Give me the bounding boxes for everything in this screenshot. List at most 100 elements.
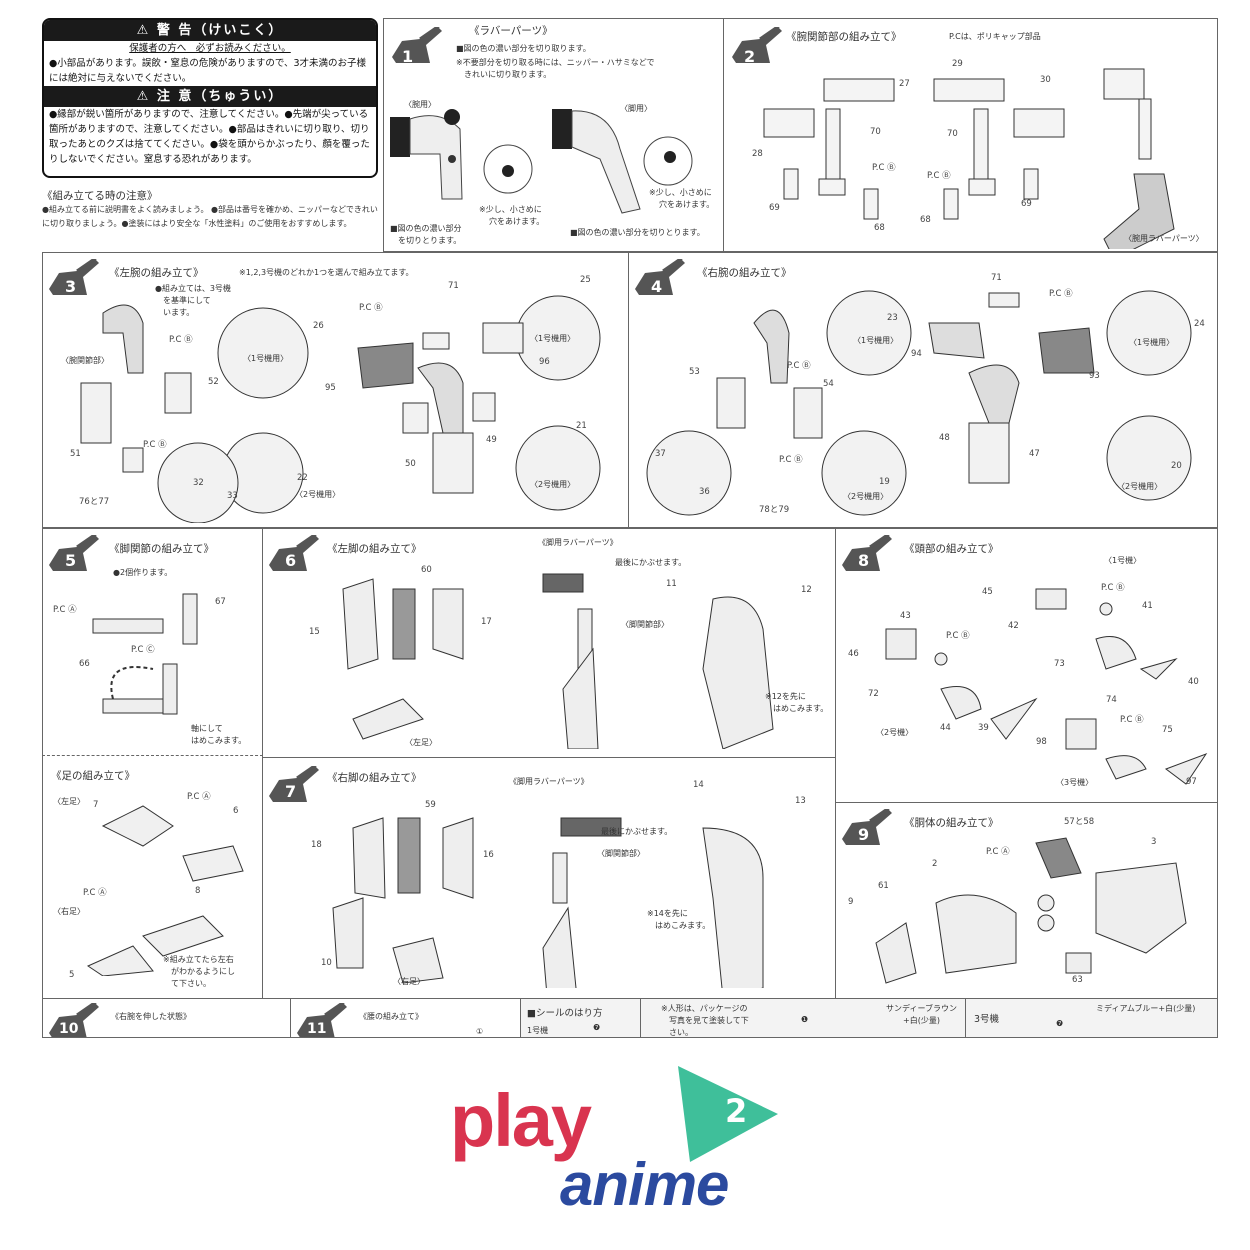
- part-number: 19: [879, 477, 890, 487]
- paint-note: ※人形は、パッケージの: [661, 1004, 748, 1013]
- step-note: がわかるようにし: [171, 967, 235, 976]
- step-note: はめこみます。: [773, 704, 829, 713]
- part-number: ①: [476, 1027, 484, 1036]
- part-number: 69: [769, 203, 780, 213]
- part-number: 75: [1162, 725, 1173, 735]
- logo-two: 2: [725, 1092, 748, 1130]
- instruction: きれいに切り取ります。: [464, 70, 552, 79]
- part-number: 11: [666, 579, 677, 589]
- step-number: 7: [285, 782, 297, 801]
- part-number: P.C Ⓑ: [1120, 715, 1144, 725]
- paint-mark: ❼: [1056, 1019, 1064, 1028]
- part-number: 94: [911, 349, 922, 359]
- part-number: 50: [405, 459, 416, 469]
- part-number: 48: [939, 433, 950, 443]
- part-number: 78と79: [759, 505, 790, 515]
- arm-joint-diagram: [763, 68, 1175, 249]
- foot-label: 〈右足〉: [393, 977, 425, 986]
- step-6-panel: 6 《左脚の組み立て》 《脚用ラバーパーツ》 最後にかぶせます。 〈脚関節部〉 …: [262, 528, 836, 758]
- part-number: 96: [539, 357, 550, 367]
- torso-diagram: [875, 837, 1187, 984]
- part-number: 44: [940, 723, 951, 733]
- step-9-panel: 9 《胴体の組み立て》 57と58 3 P.C Ⓐ 2 61 9 63: [835, 802, 1218, 999]
- cut-note: を切りとります。: [398, 236, 462, 245]
- part-number: 29: [952, 59, 963, 69]
- part-number: P.C Ⓐ: [986, 847, 1010, 857]
- unit-label: 〈1号機〉: [1104, 556, 1142, 565]
- part-number: 70: [870, 127, 881, 137]
- part-number: P.C Ⓑ: [169, 335, 193, 345]
- part-number: P.C Ⓑ: [359, 303, 383, 313]
- part-number: P.C Ⓑ: [787, 361, 811, 371]
- part-number: 23: [887, 313, 898, 323]
- part-number: P.C Ⓑ: [872, 163, 896, 173]
- part-number: 60: [421, 565, 432, 575]
- part-number: 45: [982, 587, 993, 597]
- part-number: P.C Ⓑ: [946, 631, 970, 641]
- part-number: 32: [193, 478, 204, 488]
- part-number: 12: [801, 585, 812, 595]
- part-number: 47: [1029, 449, 1040, 459]
- part-number: P.C Ⓐ: [83, 888, 107, 898]
- step-1-panel: 1 《ラバーパーツ》 ■図の色の濃い部分を切り取ります。 ※不要部分を切り取る時…: [383, 18, 724, 252]
- step-number: 2: [744, 47, 756, 66]
- arm-label: 〈腕用〉: [404, 100, 436, 109]
- part-number: P.C Ⓑ: [1101, 583, 1125, 593]
- instruction: ※不要部分を切り取る時には、ニッパー・ハサミなどで: [456, 58, 655, 67]
- part-number: 69: [1021, 199, 1032, 209]
- caution-title: ⚠ 注 意（ちゅうい）: [44, 86, 376, 107]
- right-leg-diagram: [332, 817, 764, 988]
- part-number: 71: [448, 281, 459, 291]
- paint-note: さい。: [669, 1028, 693, 1037]
- warning-title: ⚠ 警 告（けいこく）: [44, 20, 376, 41]
- logo-play: play: [450, 1079, 592, 1162]
- unit-label: 〈2号機用〉: [295, 490, 341, 499]
- step-note: て下さい。: [171, 979, 211, 988]
- warning-text: ●小部品があります。誤飲・窒息の危険がありますので、3才未満のお子様には絶対に与…: [49, 58, 367, 84]
- rubber-parts-diagram: [390, 109, 693, 214]
- part-number: 95: [325, 383, 336, 393]
- part-number: 57と58: [1064, 817, 1095, 827]
- foot-diagram: [86, 805, 244, 976]
- step-number: 1: [402, 47, 414, 66]
- hole-note: ※少し、小さめに: [649, 188, 712, 197]
- caution-text: ●縁部が鋭い箇所がありますので、注意してください。●先端が尖っている箇所がありま…: [49, 109, 370, 165]
- hole-note: 穴をあけます。: [489, 217, 545, 226]
- sticker-title: ■シールのはり方: [527, 1008, 603, 1019]
- part-number: 33: [227, 491, 238, 501]
- step-note: 最後にかぶせます。: [615, 558, 687, 567]
- part-number: 37: [655, 449, 666, 459]
- part-number: 26: [313, 321, 324, 331]
- part-number: 93: [1089, 371, 1100, 381]
- unit-label: 〈1号機用〉: [1129, 338, 1175, 347]
- step-number: 6: [285, 551, 297, 570]
- foot-label: 〈左足〉: [53, 797, 85, 806]
- step-8-panel: 8 《頭部の組み立て》 〈1号機〉 〈2号機〉 〈3号機〉 45 P.C Ⓑ 4…: [835, 528, 1218, 804]
- foot-label: 〈右足〉: [53, 907, 85, 916]
- step-number: 10: [59, 1021, 79, 1037]
- part-number: P.C Ⓑ: [779, 455, 803, 465]
- part-number: P.C Ⓒ: [131, 645, 155, 655]
- part-number: 8: [195, 886, 201, 896]
- part-number: 41: [1142, 601, 1153, 611]
- part-number: 39: [978, 723, 989, 733]
- rubber-label: 〈腕用ラバーパーツ〉: [1124, 234, 1204, 243]
- notes-title: 《組み立てる時の注意》: [42, 190, 158, 202]
- part-number: 53: [689, 367, 700, 377]
- part-number: 54: [823, 379, 834, 389]
- part-number: 66: [79, 659, 90, 669]
- part-number: 49: [486, 435, 497, 445]
- part-number: 3: [1151, 837, 1157, 847]
- part-number: P.C Ⓑ: [143, 440, 167, 450]
- part-number: 9: [848, 897, 854, 907]
- cut-note: ■図の色の濃い部分: [390, 224, 462, 233]
- unit-label: 〈2号機用〉: [1117, 482, 1163, 491]
- part-number: 13: [795, 796, 806, 806]
- part-number: 52: [208, 377, 219, 387]
- unit-label: 〈1号機用〉: [530, 334, 576, 343]
- step-number: 8: [858, 551, 870, 570]
- part-number: 15: [309, 627, 320, 637]
- part-number: 36: [699, 487, 710, 497]
- unit-label: 〈2号機用〉: [843, 492, 889, 501]
- part-number: 98: [1036, 737, 1047, 747]
